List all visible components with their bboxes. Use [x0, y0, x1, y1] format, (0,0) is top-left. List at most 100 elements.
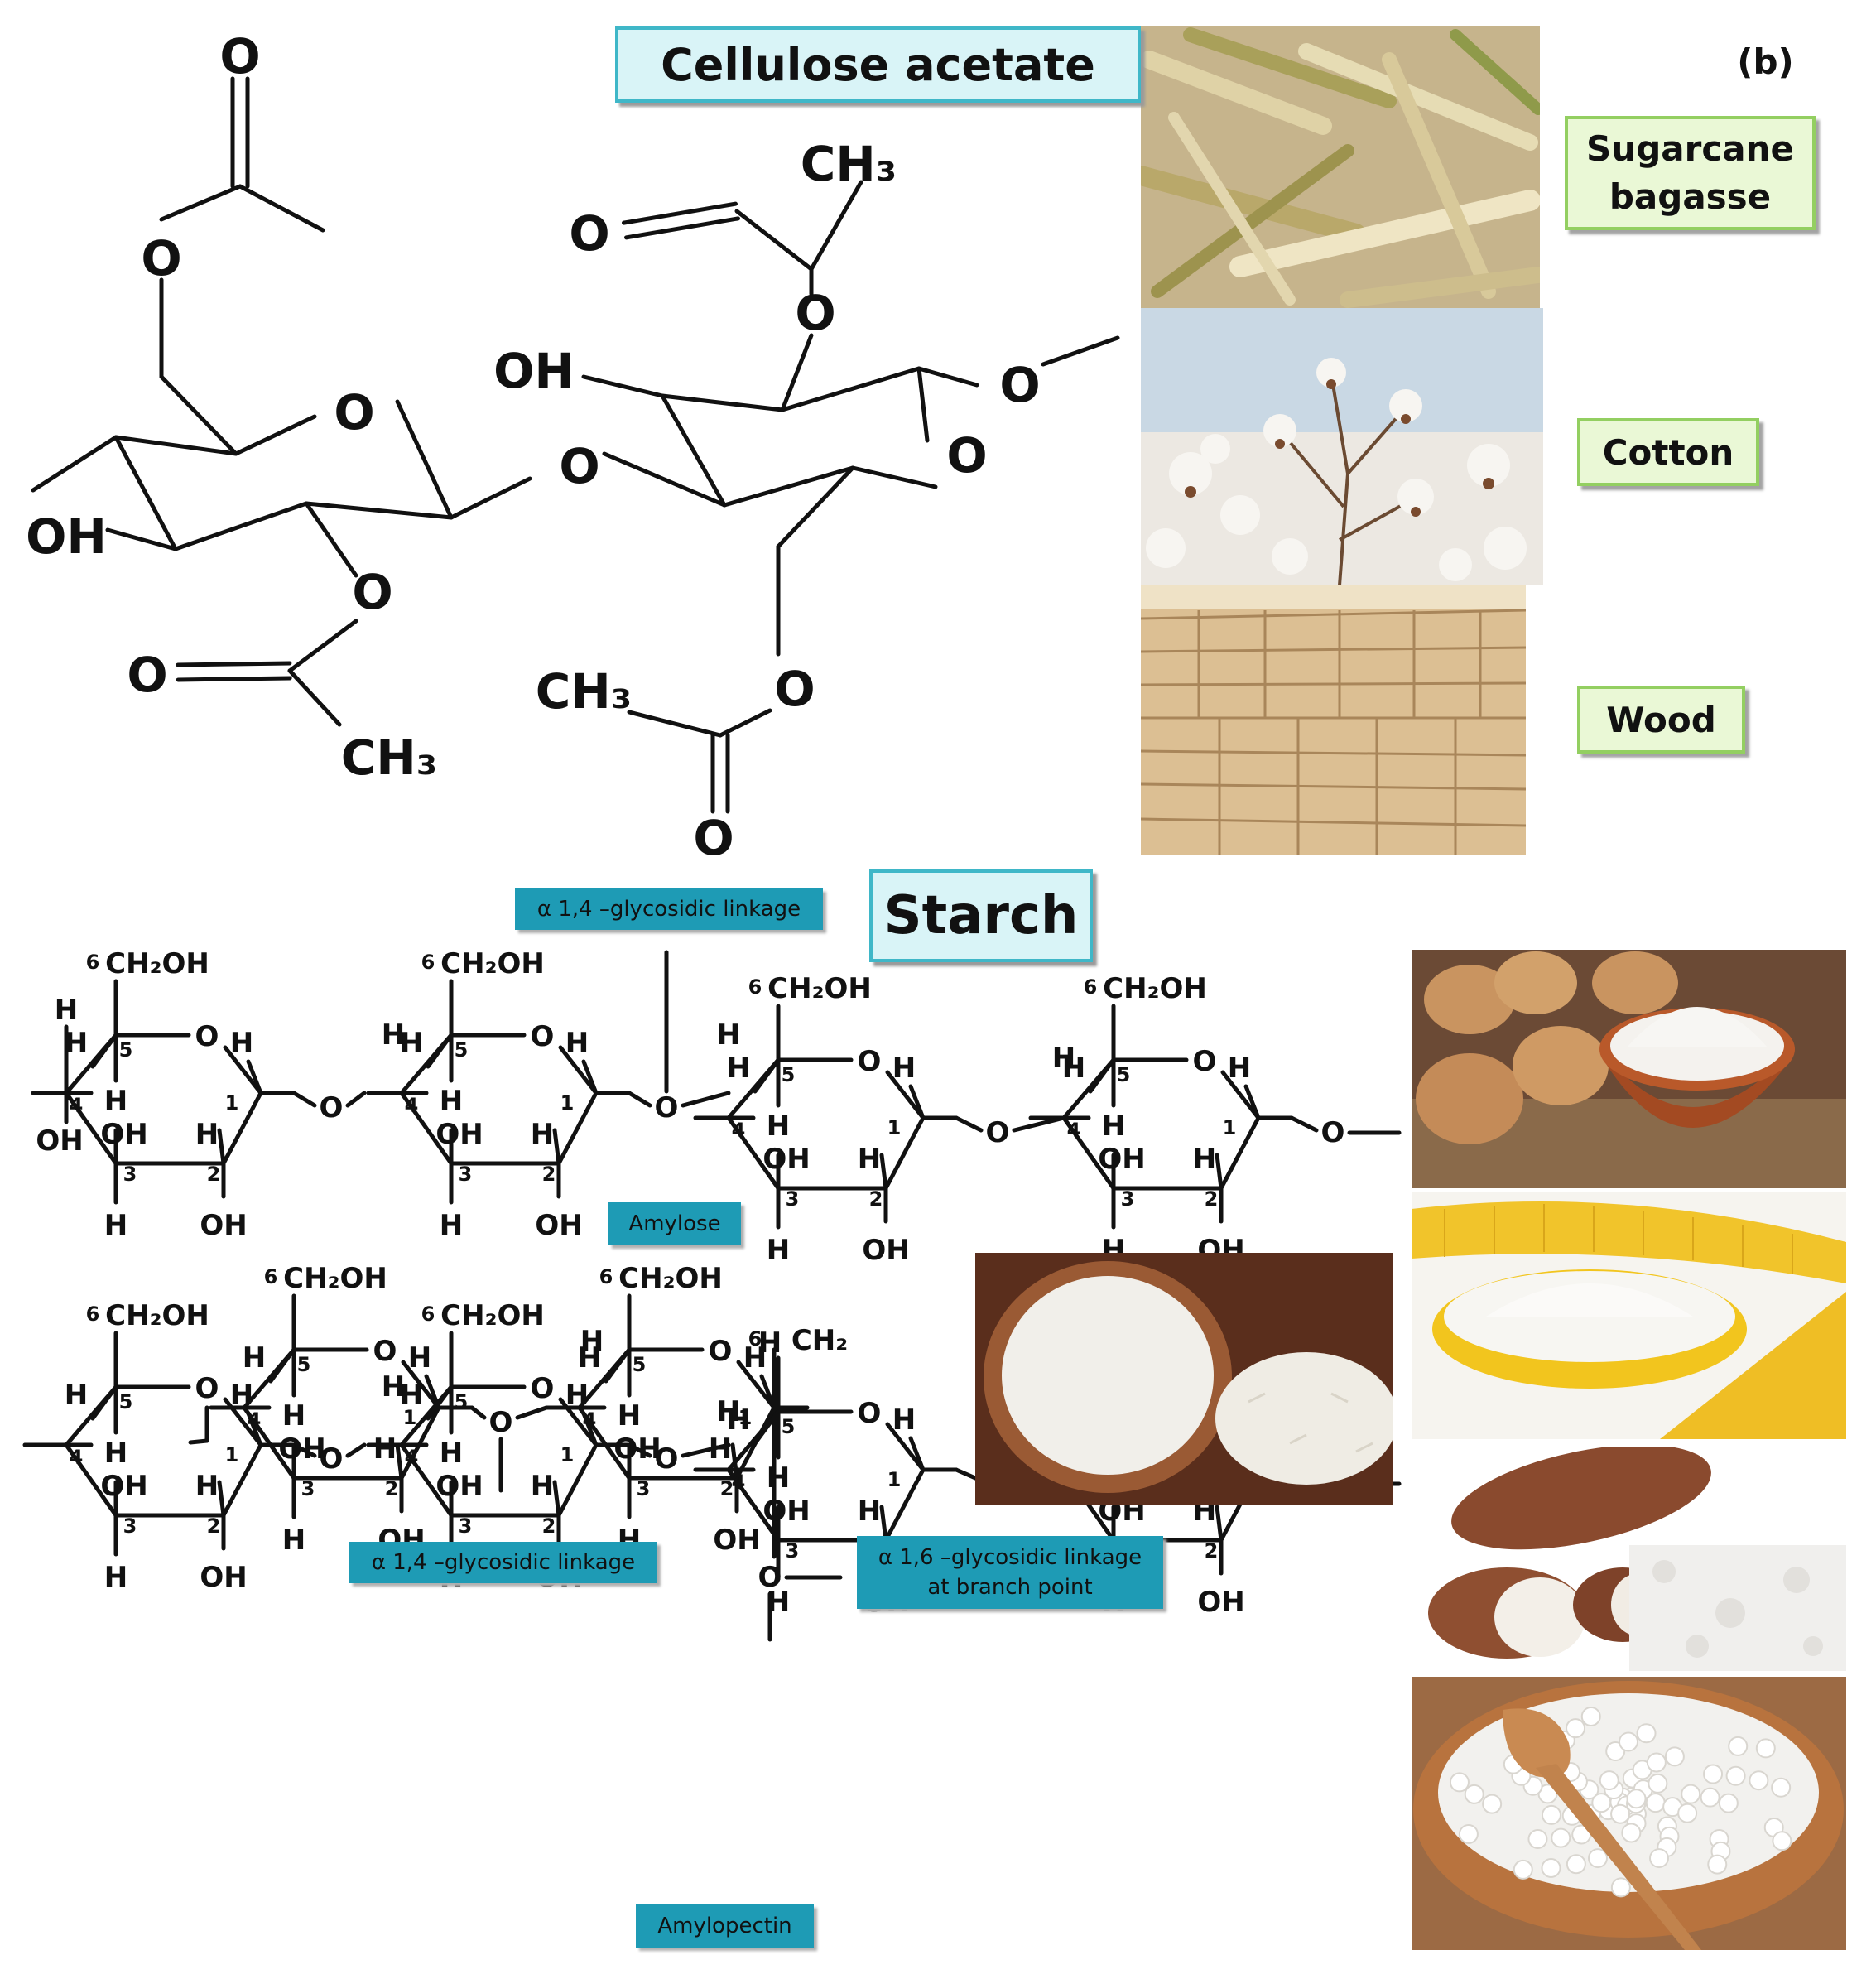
- carbon-number: 2: [869, 1187, 883, 1211]
- hydrogen: H: [618, 1399, 641, 1432]
- bond: [660, 393, 785, 412]
- carbon-number: 4: [405, 1094, 419, 1117]
- hydrogen: H: [767, 1234, 790, 1267]
- methyl-group: CH₃: [341, 729, 438, 786]
- bond: [291, 1091, 317, 1108]
- bond: [176, 676, 292, 682]
- bond: [776, 465, 855, 549]
- hydroxyl-group: OH: [862, 1234, 909, 1267]
- bond: [304, 501, 358, 578]
- carbonyl-oxygen: O: [127, 647, 167, 703]
- tapioca-pearl: [1449, 1772, 1470, 1793]
- tapioca-pearl: [1749, 1770, 1769, 1791]
- hydrogen: H: [578, 1341, 601, 1375]
- tapioca-pearl: [1587, 1848, 1608, 1869]
- glycosidic-oxygen: O: [758, 1561, 782, 1594]
- cellulose-acetate-title: Cellulose acetate: [615, 26, 1141, 103]
- hydrogen: H: [892, 1052, 916, 1085]
- amylose-tag: Amylose: [608, 1202, 741, 1245]
- bond: [681, 1091, 731, 1108]
- bond: [188, 1438, 209, 1445]
- bond: [395, 399, 454, 520]
- bond: [287, 619, 358, 673]
- carbonyl-oxygen: O: [693, 810, 734, 866]
- tapioca-pearl: [1619, 1731, 1638, 1752]
- bond: [581, 1059, 599, 1095]
- tapioca-pearl: [1664, 1746, 1685, 1767]
- bond: [883, 1467, 926, 1543]
- bond: [879, 1153, 888, 1191]
- hydrogen: H: [531, 1470, 554, 1503]
- glycosidic-oxygen: O: [1321, 1116, 1345, 1149]
- hydrogen: H: [373, 1432, 397, 1466]
- tapioca-pearl: [1541, 1804, 1561, 1825]
- tapioca-pearl: [1610, 1877, 1631, 1898]
- bond: [426, 1033, 454, 1069]
- hydrogen: H: [531, 1118, 554, 1151]
- hydrogen: H: [580, 1325, 604, 1358]
- bond: [64, 1442, 118, 1518]
- tapioca-pearl: [1648, 1773, 1668, 1794]
- ring-oxygen: O: [858, 1397, 882, 1430]
- ring-oxygen: O: [946, 427, 987, 484]
- tapioca-pearl: [1649, 1848, 1670, 1869]
- hydrogen: H: [892, 1404, 916, 1437]
- carbon-number: 5: [782, 1415, 796, 1438]
- carbon-number: 6: [599, 1265, 613, 1288]
- hydroxyl-group: OH: [435, 1118, 483, 1151]
- bond: [753, 1409, 781, 1446]
- hydrogen: H: [767, 1110, 790, 1143]
- amylopectin-tag: Amylopectin: [636, 1904, 814, 1948]
- tapioca-pearl: [1700, 1787, 1720, 1808]
- ester-oxygen: O: [774, 661, 815, 717]
- hydrogen: H: [230, 1379, 253, 1412]
- hydrogen: H: [65, 1027, 88, 1060]
- hydrogen: H: [195, 1118, 219, 1151]
- bond: [734, 209, 814, 272]
- bond: [304, 501, 454, 520]
- tapioca-pearl: [1755, 1738, 1776, 1759]
- hydroxyl-group: OH: [100, 1470, 147, 1503]
- hydrogen: H: [727, 1404, 750, 1437]
- bond: [885, 1070, 926, 1120]
- hydroxymethyl-group: CH₂OH: [1103, 972, 1207, 1005]
- bond: [217, 1480, 226, 1518]
- hydroxyl-group: OH: [36, 1124, 83, 1158]
- tapioca-pearls-photo: [1412, 1677, 1846, 1950]
- hydroxyl-group: OH: [762, 1495, 810, 1528]
- hydrogen: H: [858, 1143, 881, 1176]
- carbon-number: 2: [1205, 1539, 1219, 1562]
- bond: [90, 1384, 118, 1421]
- tapioca-pearl: [1677, 1803, 1698, 1823]
- bond: [885, 1422, 926, 1472]
- ring-oxygen: O: [195, 1372, 219, 1405]
- bond: [726, 1115, 781, 1191]
- hydrogen: H: [717, 1018, 740, 1052]
- ester-oxygen: O: [352, 564, 392, 620]
- potato-starch-photo: [1412, 950, 1846, 1188]
- bond: [660, 393, 727, 508]
- bond: [602, 451, 727, 508]
- ring-oxygen: O: [373, 1335, 397, 1368]
- carbon-number: 4: [70, 1094, 84, 1117]
- alpha-1-4-linkage-tag-mid: α 1,4 –glycosidic linkage: [349, 1542, 657, 1583]
- carbon-number: 5: [119, 1038, 133, 1062]
- hydrogen: H: [55, 994, 78, 1027]
- carbon-number: 4: [70, 1446, 84, 1469]
- bond: [449, 476, 532, 520]
- bond: [1215, 1153, 1224, 1191]
- carbon-number: 6: [748, 975, 762, 999]
- hydrogen: H: [104, 1085, 127, 1118]
- bond: [581, 374, 665, 398]
- hydroxymethyl-group: CH₂: [791, 1324, 848, 1357]
- carbon-number: 1: [560, 1443, 575, 1466]
- carbon-number: 2: [542, 1163, 556, 1186]
- bond: [1219, 1115, 1261, 1191]
- hydrogen: H: [382, 1370, 405, 1404]
- bond: [627, 710, 723, 738]
- carbon-number: 1: [887, 1116, 902, 1139]
- glycosidic-oxygen: O: [655, 1091, 679, 1124]
- bond: [113, 435, 178, 551]
- carbon-number: 4: [583, 1408, 597, 1432]
